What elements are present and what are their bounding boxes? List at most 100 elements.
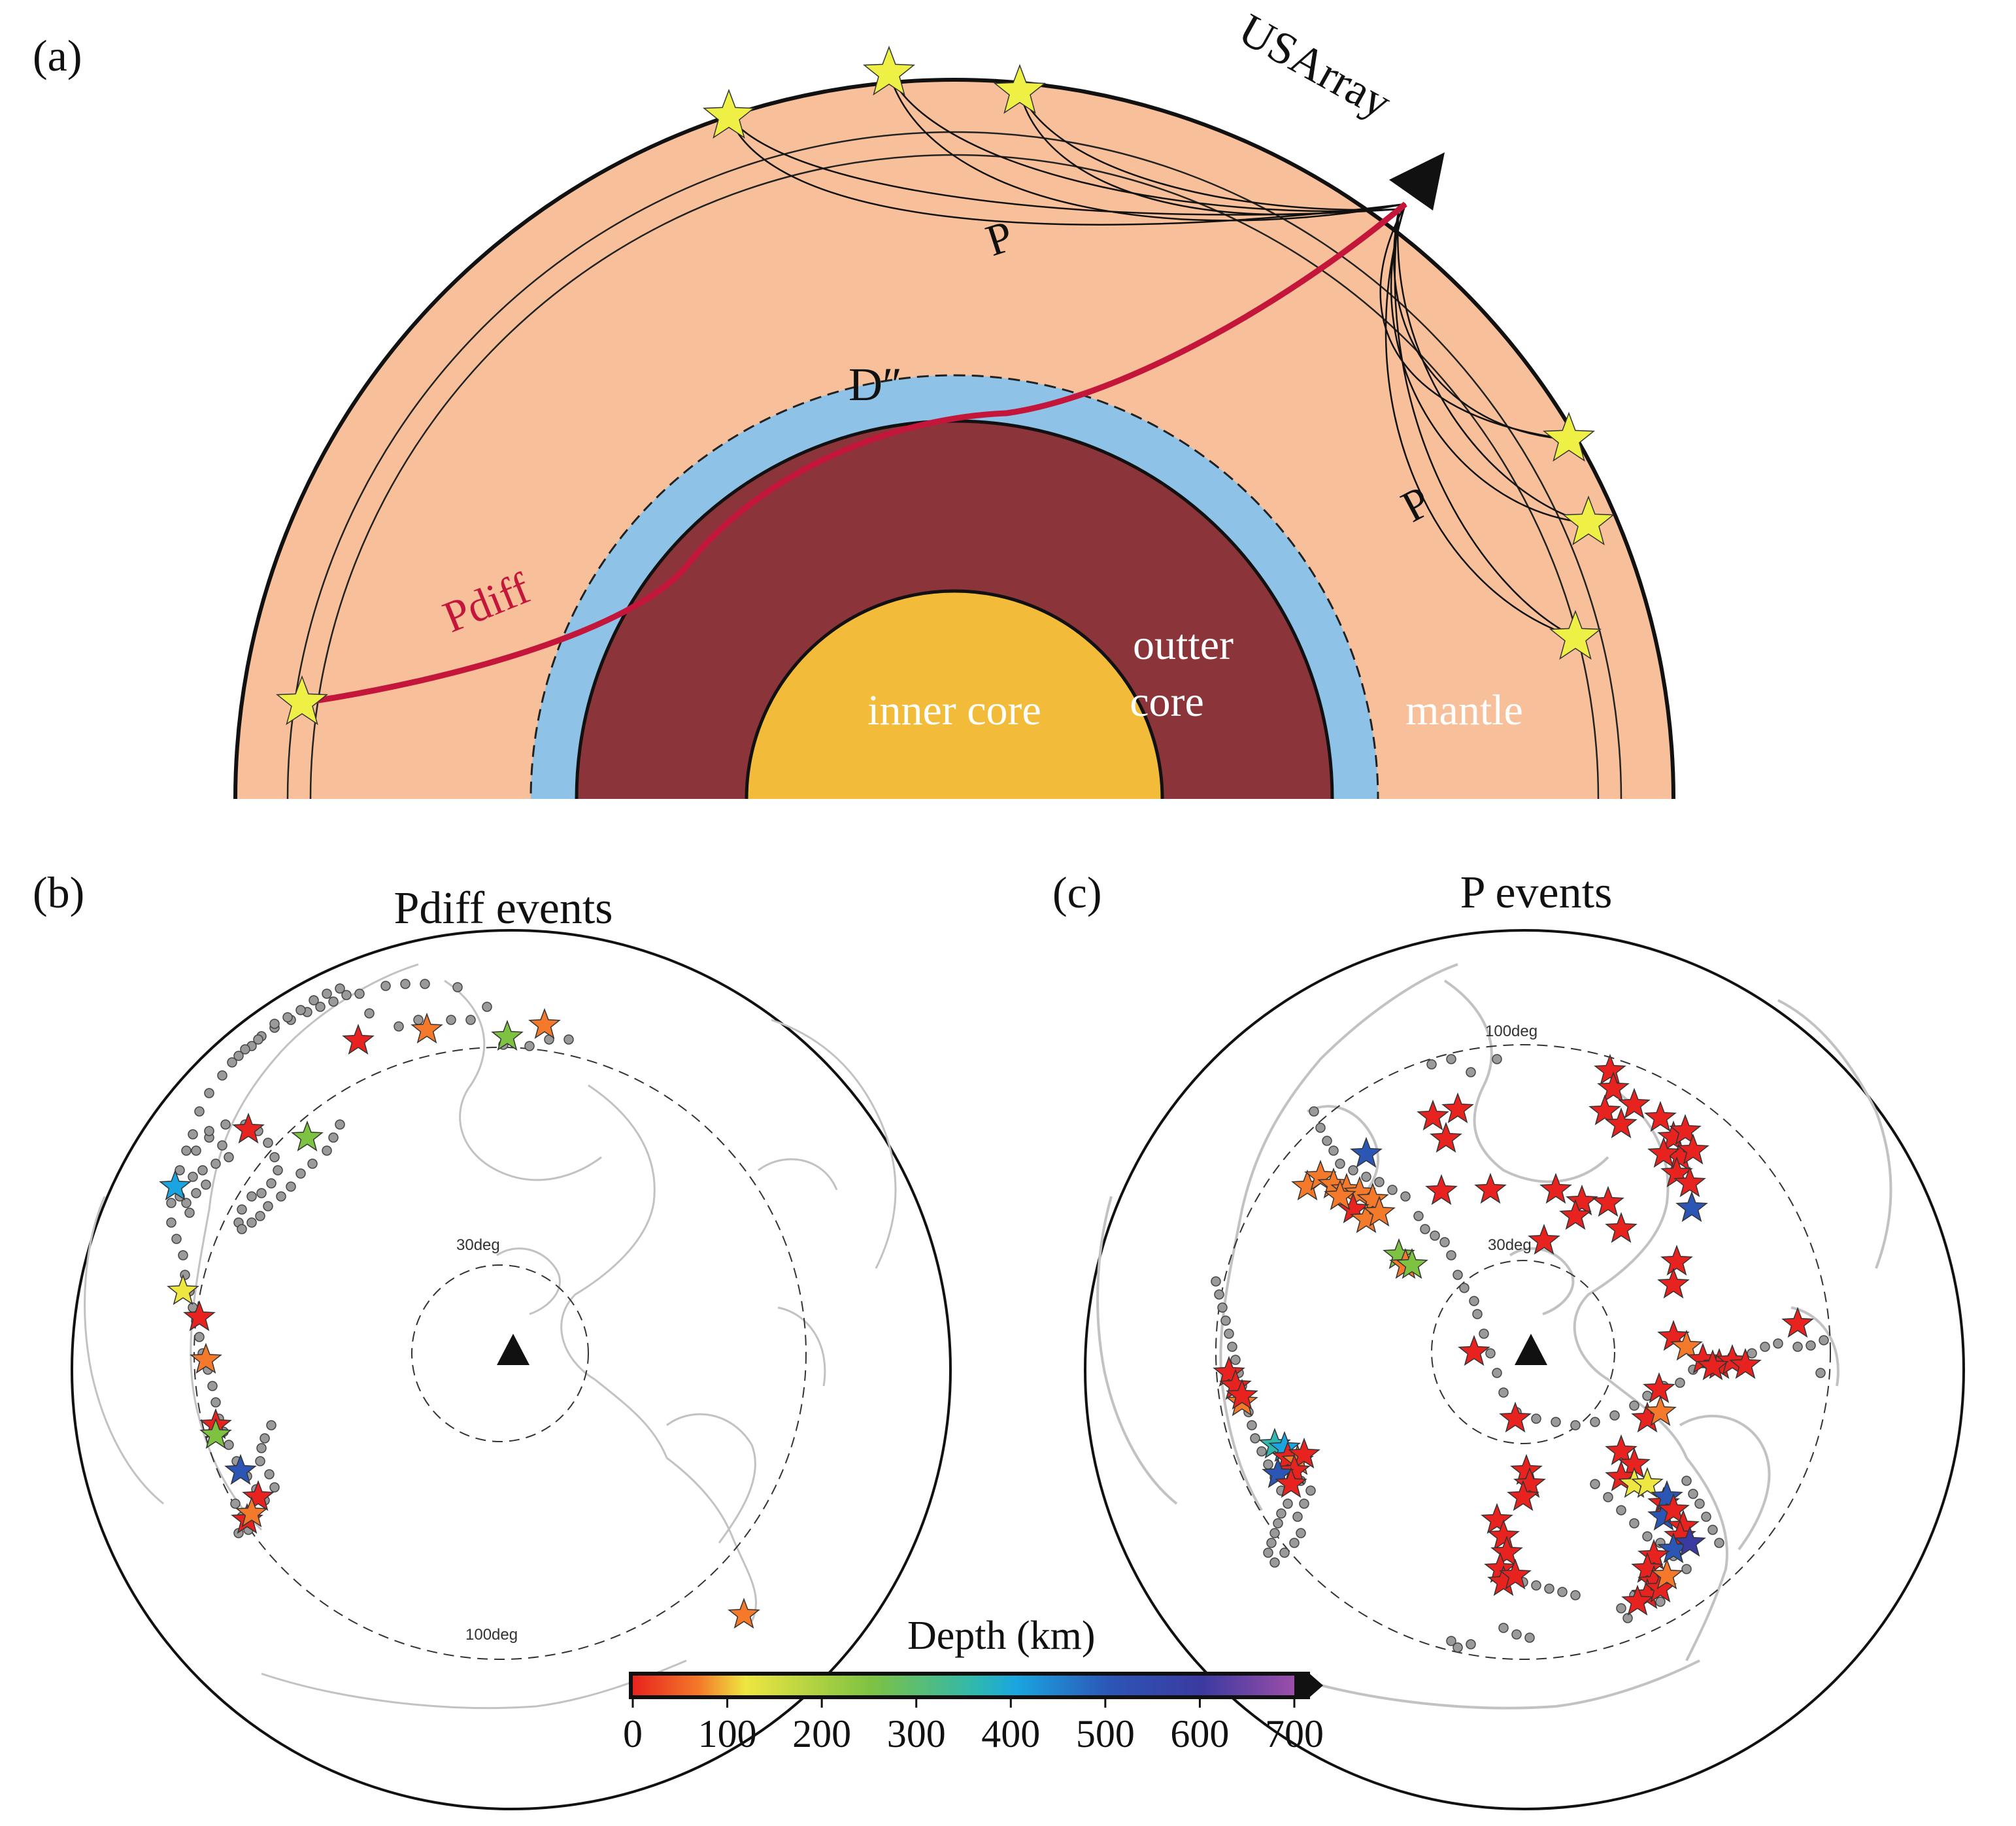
p-event-star-icon: [1669, 1113, 1702, 1145]
pdiff-event-star-icon: [190, 1342, 222, 1374]
event-dot: [233, 1051, 244, 1061]
p-event-star-icon: [1605, 1107, 1638, 1139]
event-dot: [1453, 1270, 1463, 1280]
p-event-star-icon: [1677, 1133, 1709, 1165]
panel-a-label: (a): [33, 31, 82, 80]
event-dot: [1675, 1378, 1685, 1388]
event-dot: [269, 1019, 280, 1029]
event-dot: [255, 1456, 265, 1466]
p-event-star-icon: [1324, 1179, 1356, 1211]
event-dot: [1570, 1590, 1581, 1600]
source-star-icon: [1549, 609, 1602, 660]
event-dot: [276, 1191, 286, 1202]
p-event-star-icon: [1631, 1551, 1664, 1583]
event-dot: [1707, 1525, 1718, 1535]
event-dot: [1694, 1498, 1705, 1509]
event-dot: [1688, 1489, 1698, 1499]
event-dot: [266, 1420, 277, 1430]
panel-b-label: (b): [33, 868, 84, 917]
event-dot: [563, 1034, 574, 1045]
event-dot: [1220, 1315, 1231, 1326]
p-event-star-icon: [1363, 1195, 1396, 1227]
event-dot: [1224, 1328, 1234, 1339]
event-dot: [204, 1088, 214, 1098]
event-dot: [1217, 1302, 1228, 1313]
pdiff-event-star-icon: [159, 1169, 192, 1201]
event-dot: [194, 1332, 205, 1342]
event-dot: [1296, 1528, 1306, 1538]
event-dot: [227, 1057, 237, 1068]
p-event-star-icon: [1651, 1479, 1683, 1512]
event-dot: [1214, 1289, 1224, 1300]
event-dot: [1348, 1165, 1358, 1175]
pdiff-event-star-icon: [491, 1019, 524, 1051]
source-star-icon: [1562, 495, 1615, 546]
p-event-star-icon: [1594, 1053, 1626, 1085]
station-triangle-icon: [1389, 152, 1445, 211]
event-dot: [1256, 1446, 1267, 1457]
p-event-star-icon: [1487, 1519, 1520, 1551]
p-event-star-icon: [1356, 1182, 1389, 1214]
event-dot: [1328, 1145, 1339, 1156]
event-dot: [188, 1172, 198, 1182]
event-dot: [1299, 1498, 1309, 1509]
pdiff-event-star-icon: [199, 1417, 232, 1449]
event-dot: [1815, 1368, 1826, 1378]
event-dot: [400, 979, 411, 989]
p-event-star-icon: [1675, 1191, 1708, 1223]
p-event-star-icon: [1644, 1100, 1677, 1132]
pdiff-event-star-icon: [242, 1479, 275, 1512]
event-dot: [1279, 1547, 1290, 1558]
event-dot: [482, 1002, 492, 1012]
event-dot: [201, 1179, 211, 1190]
event-dot: [260, 1433, 270, 1444]
event-dot: [1315, 1123, 1326, 1133]
event-dot: [394, 1021, 404, 1032]
p-event-star-icon: [1275, 1466, 1307, 1498]
p-event-star-icon: [1425, 1174, 1458, 1206]
usarray-label: USArray: [1230, 5, 1399, 129]
p-event-star-icon: [1566, 1184, 1598, 1216]
event-dot: [1289, 1538, 1300, 1548]
event-dot: [1655, 1597, 1666, 1607]
mantle-boundary-2: [310, 154, 1599, 799]
pdiff-ray: [301, 201, 1407, 706]
inner-core-label: inner core: [867, 686, 1041, 734]
event-dot: [210, 1158, 221, 1169]
colorbar-gradient: [633, 1676, 1294, 1695]
source-star-icon: [702, 88, 756, 139]
event-dot: [1531, 1580, 1541, 1591]
ring-30-label-b: 30deg: [456, 1236, 500, 1254]
p-event-star-icon: [1441, 1092, 1474, 1124]
event-dot: [210, 1397, 221, 1408]
event-dot: [1531, 1413, 1541, 1424]
event-dot: [413, 1015, 424, 1025]
colorbar-arrow-icon: [1307, 1672, 1323, 1699]
source-star-icon: [1542, 411, 1596, 462]
inner-core: [745, 589, 1164, 799]
event-dot: [237, 1204, 247, 1215]
event-dot: [524, 1041, 535, 1051]
event-dot: [282, 1012, 293, 1023]
event-dot: [1492, 1054, 1502, 1064]
event-dot: [1551, 1417, 1561, 1427]
event-dot: [1603, 1492, 1613, 1502]
event-dot: [1361, 1172, 1371, 1182]
p-event-star-icon: [1499, 1401, 1532, 1433]
pdiff-event-star-icon: [232, 1112, 265, 1144]
event-dot: [1439, 1237, 1450, 1247]
event-dot: [1269, 1557, 1280, 1568]
event-dot: [1609, 1410, 1620, 1421]
event-dot: [224, 1440, 234, 1450]
p-event-star-icon: [1304, 1159, 1337, 1191]
p-event-star-icon: [1226, 1378, 1258, 1410]
colorbar-tick-label: 700: [1265, 1712, 1324, 1755]
event-dot: [207, 1381, 218, 1391]
event-dot: [255, 1211, 265, 1221]
event-dot: [194, 1106, 205, 1117]
event-dot: [181, 1145, 192, 1156]
event-dot: [328, 1132, 339, 1143]
p-event-star-icon: [1696, 1349, 1729, 1381]
event-dot: [1269, 1528, 1280, 1538]
event-dot: [1250, 1433, 1260, 1444]
